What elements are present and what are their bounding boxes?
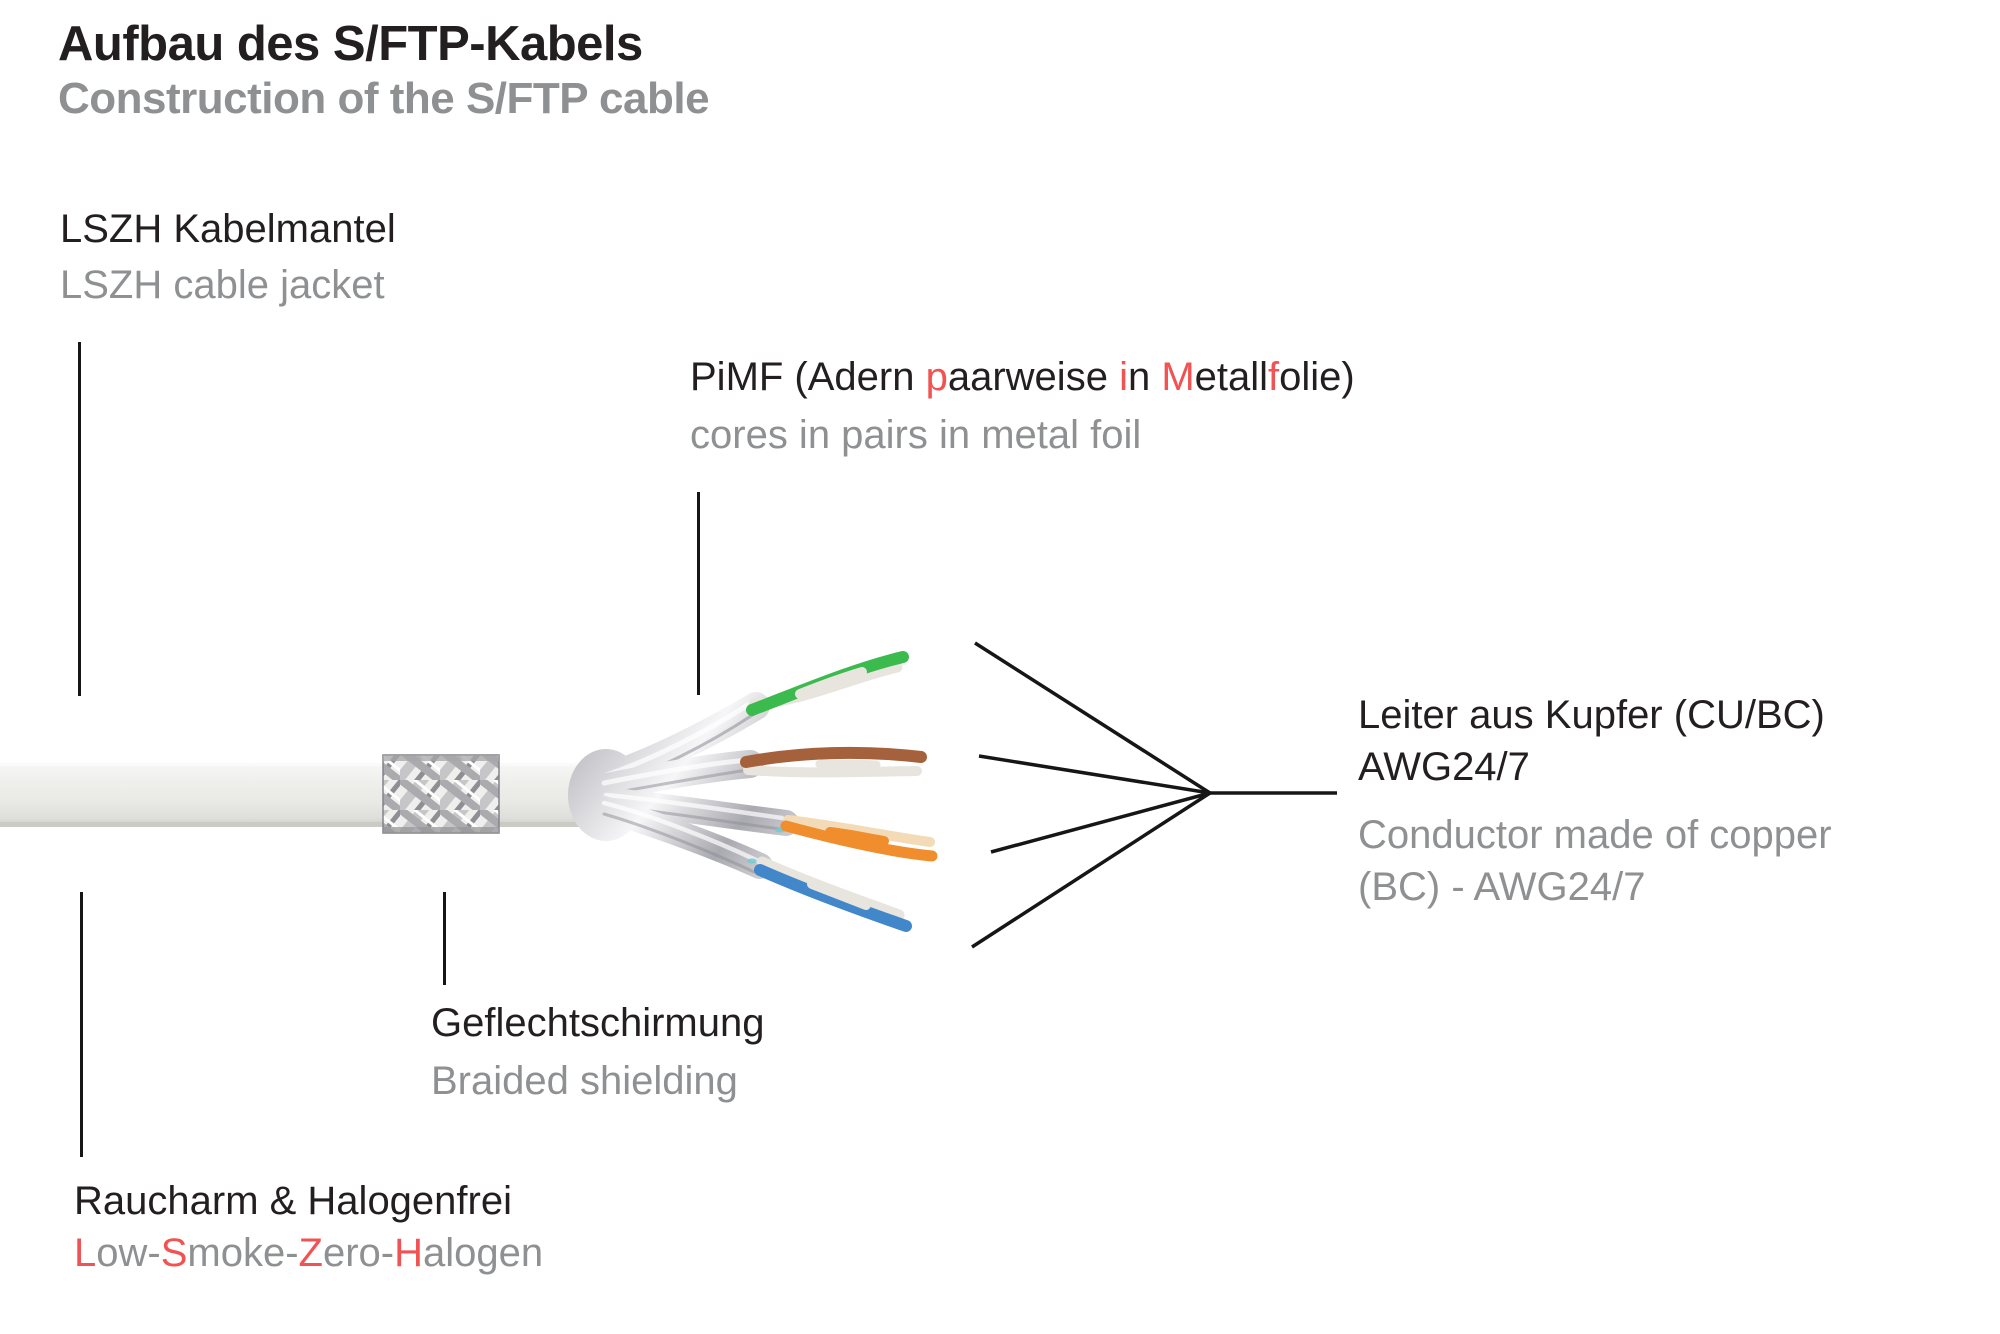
accent-letter: Z (298, 1231, 323, 1275)
text-run: moke- (187, 1231, 299, 1275)
label-pimf-de: PiMF (Adern paarweise in Metallfolie) (690, 354, 1355, 400)
accent-letter: S (160, 1231, 188, 1275)
text-run: olie) (1279, 355, 1355, 399)
pair-blue-wires (754, 856, 912, 932)
label-smoke-de: Raucharm & Halogenfrei (74, 1179, 512, 1223)
leader-lines (78, 342, 700, 1157)
text-run: n (1127, 355, 1162, 399)
label-pimf-en: cores in pairs in metal foil (690, 413, 1142, 457)
label-jacket-de: LSZH Kabelmantel (60, 207, 396, 251)
braided-shielding-section (382, 754, 500, 834)
page-title: Aufbau des S/FTP-Kabels (58, 17, 643, 71)
accent-letter: p (925, 355, 948, 399)
page-subtitle: Construction of the S/FTP cable (58, 74, 710, 123)
cable-jacket (0, 763, 594, 827)
accent-letter: f (1268, 355, 1280, 399)
text-run: PiMF (Adern (690, 355, 926, 399)
text-run: etall (1194, 355, 1269, 399)
pair-brown-foil (588, 750, 764, 802)
pair-brown-wires (740, 746, 927, 778)
foil-pigtails (586, 692, 799, 879)
pair-green-wires (746, 651, 909, 716)
pair-orange-wires (780, 815, 938, 862)
twisted-pairs (740, 651, 938, 932)
label-conductor-de-line1: Leiter aus Kupfer (CU/BC) (1358, 693, 1825, 737)
accent-letter: M (1161, 355, 1195, 399)
accent-letter: i (1119, 355, 1128, 399)
label-conductor-en-line2: (BC) - AWG24/7 (1358, 865, 1646, 909)
conductor-fan-lines (971, 641, 1337, 949)
accent-letter: H (394, 1231, 423, 1275)
text-run: alogen (423, 1231, 544, 1275)
text-run: aarweise (947, 355, 1120, 399)
label-braid-en: Braided shielding (431, 1059, 738, 1103)
accent-letter: L (74, 1231, 97, 1275)
label-conductor-de-line2: AWG24/7 (1358, 745, 1530, 789)
label-smoke-en: Low-Smoke-Zero-Halogen (74, 1230, 543, 1276)
label-jacket-en: LSZH cable jacket (60, 263, 385, 307)
text-run: ow- (96, 1231, 161, 1275)
pair-blue-foil (587, 795, 773, 879)
text-run: ero- (322, 1231, 395, 1275)
label-conductor-en-line1: Conductor made of copper (1358, 813, 1832, 857)
label-braid-de: Geflechtschirmung (431, 1001, 765, 1045)
